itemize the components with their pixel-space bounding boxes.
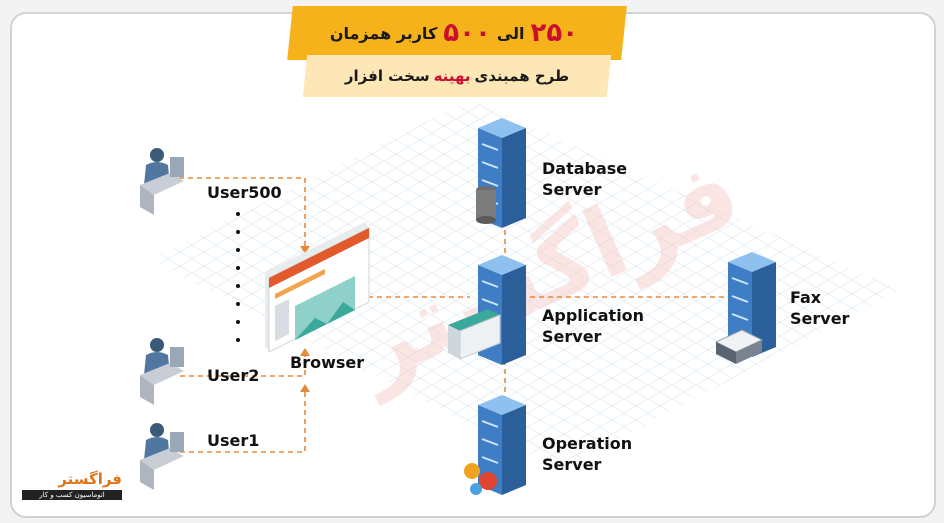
operation-server-label: Operation Server	[542, 433, 632, 475]
banner-to-number: ۵۰۰	[443, 18, 491, 48]
user1-label: User1	[207, 431, 260, 450]
browser-label: Browser	[290, 353, 365, 372]
application-server-icon	[448, 255, 526, 365]
browser-window-icon	[265, 222, 370, 353]
connector-user500-browser	[170, 177, 306, 250]
database-server-label-line2: Server	[542, 180, 602, 199]
banner-subtitle-after: سخت افزار	[344, 67, 430, 85]
users-ellipsis-dots	[236, 212, 242, 356]
logo-name: فراگستر	[58, 470, 122, 488]
operation-server-label-line2: Server	[542, 455, 602, 474]
user1-workstation-icon	[140, 423, 184, 490]
banner-suffix-text: کاربر همزمان	[329, 23, 438, 43]
banner-title: ۲۵۰ الی ۵۰۰ کاربر همزمان	[290, 6, 624, 60]
banner-subtitle-highlight: بهینه	[433, 67, 471, 85]
fax-server-label-line2: Server	[790, 309, 850, 328]
application-server-label-line1: Application	[542, 306, 645, 325]
connector-lines	[170, 177, 730, 453]
database-server-label: Database Server	[542, 158, 627, 200]
user500-label: User500	[207, 183, 282, 202]
fax-server-label-line1: Fax	[790, 288, 822, 307]
user500-workstation-icon	[140, 148, 184, 215]
logo-tagline: اتوماسیون کسب و کار	[22, 490, 122, 500]
operation-server-label-line1: Operation	[542, 434, 633, 453]
banner-between-text: الی	[496, 23, 525, 43]
banner-subtitle-before: طرح همبندی	[474, 67, 570, 85]
company-logo: فراگستر اتوماسیون کسب و کار	[22, 470, 122, 512]
user2-label: User2	[207, 366, 260, 385]
application-server-label: Application Server	[542, 305, 644, 347]
database-server-label-line1: Database	[542, 159, 628, 178]
user2-workstation-icon	[140, 338, 184, 405]
connector-arrowheads	[300, 246, 310, 392]
banner-from-number: ۲۵۰	[530, 18, 579, 48]
fax-server-label: Fax Server	[790, 287, 849, 329]
banner-subtitle: طرح همبندی بهینه سخت افزار	[305, 55, 609, 97]
operation-server-icon	[464, 395, 526, 495]
fax-server-icon	[714, 252, 776, 364]
application-server-label-line2: Server	[542, 327, 602, 346]
database-server-icon	[476, 118, 526, 228]
